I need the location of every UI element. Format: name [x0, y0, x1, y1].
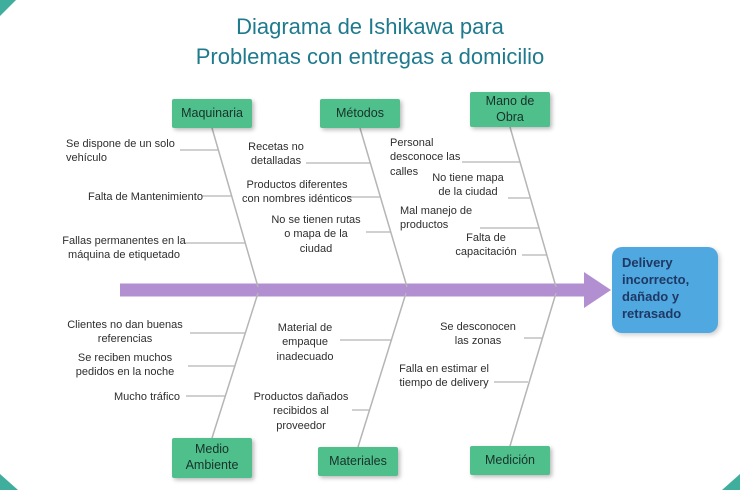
- cause-label: No se tienen rutas o mapa de la ciudad: [271, 214, 361, 255]
- cause-label: Fallas permanentes en la máquina de etiq…: [62, 235, 186, 262]
- cause-label: Se reciben muchos pedidos en la noche: [75, 352, 175, 379]
- category-box-mano-de-obra: Mano de Obra: [470, 92, 550, 127]
- cause-label: No tiene mapa de la ciudad: [432, 172, 504, 199]
- category-label: Mano de Obra: [485, 93, 535, 124]
- category-box-materiales: Materiales: [318, 447, 398, 476]
- branch-medicion-line: [509, 292, 557, 447]
- page-title: Diagrama de Ishikawa para Problemas con …: [0, 12, 740, 71]
- cause-label: Clientes no dan buenas referencias: [67, 319, 183, 346]
- corner-accent-bottom-left: [0, 474, 18, 490]
- effect-label: Delivery incorrecto, dañado y retrasado: [622, 255, 690, 321]
- cause-label: Se desconocen las zonas: [440, 321, 516, 348]
- category-box-medicion: Medición: [470, 446, 550, 475]
- cause-label: Se dispone de un solo vehículo: [66, 138, 175, 165]
- cause-label: Productos diferentes con nombres idéntic…: [241, 179, 353, 206]
- cause-label: Productos dañados recibidos al proveedor: [253, 391, 349, 432]
- spine-arrowhead: [584, 272, 611, 308]
- category-label: Medio Ambiente: [185, 442, 239, 472]
- category-label: Métodos: [336, 105, 384, 120]
- cause-label: Mal manejo de productos: [400, 205, 473, 232]
- category-label: Maquinaria: [181, 105, 243, 120]
- category-box-maquinaria: Maquinaria: [172, 99, 252, 128]
- category-box-medio-ambiente: Medio Ambiente: [172, 438, 252, 478]
- title-line-2: Problemas con entregas a domicilio: [195, 43, 545, 69]
- title-line-1: Diagrama de Ishikawa para: [236, 14, 504, 39]
- cause-label: Recetas no detalladas: [248, 141, 304, 168]
- cause-label: Falla en estimar el tiempo de delivery: [399, 363, 489, 390]
- cause-label: Falta de Mantenimiento: [88, 191, 203, 203]
- corner-accent-bottom-right: [722, 474, 740, 490]
- effect-box: Delivery incorrecto, dañado y retrasado: [612, 247, 718, 333]
- category-label: Materiales: [329, 453, 387, 468]
- category-box-metodos: Métodos: [320, 99, 400, 128]
- category-label: Medición: [484, 452, 536, 467]
- cause-label: Falta de capacitación: [455, 232, 517, 259]
- cause-label: Personal desconoce las calles: [390, 137, 461, 178]
- branch-mano-de-obra-line: [509, 126, 557, 288]
- cause-label: Material de empaque inadecuado: [276, 322, 334, 363]
- cause-label: Mucho tráfico: [114, 391, 181, 403]
